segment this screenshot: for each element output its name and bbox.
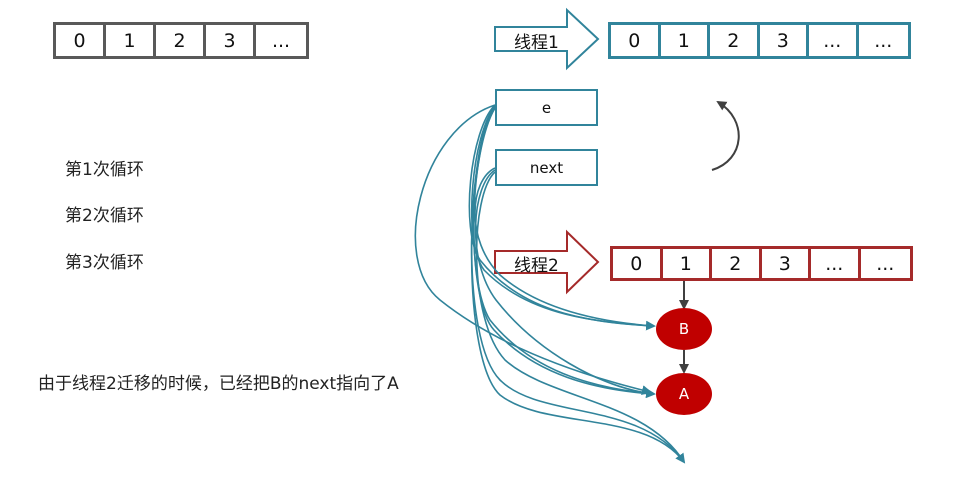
array-cell: 0: [56, 25, 106, 56]
thread2-table-array: 0 1 2 3 ... ...: [610, 246, 913, 281]
thread1-arrow-shape: [494, 7, 600, 71]
thread2-label: 线程2: [514, 256, 559, 276]
pointer-next-box: next: [495, 149, 598, 186]
loop-label-1: 第1次循环: [65, 160, 144, 180]
array-cell: ...: [860, 249, 910, 278]
next-to-b-curve: [474, 167, 655, 327]
original-table-array: 0 1 2 3 ...: [53, 22, 309, 59]
array-cell: 3: [761, 249, 811, 278]
array-cell: 3: [759, 25, 809, 56]
thread1-table-array: 0 1 2 3 ... ...: [608, 22, 911, 59]
thread1-label: 线程1: [514, 33, 559, 53]
array-cell: 0: [613, 249, 663, 278]
node-a: A: [656, 373, 712, 415]
thread2-arrow-shape: [494, 229, 600, 295]
pointer-e-box: e: [495, 89, 598, 126]
array-cell: 1: [662, 249, 712, 278]
e-to-b-curve-2: [471, 105, 655, 327]
array-cell: ...: [256, 25, 306, 56]
array-cell: 0: [611, 25, 661, 56]
next-to-bottom-curve: [475, 171, 685, 463]
array-cell: 3: [206, 25, 256, 56]
cycle-arrow-icon: [711, 100, 740, 171]
array-cell: ...: [858, 25, 908, 56]
array-cell: 1: [106, 25, 156, 56]
next-to-a-curve: [474, 169, 655, 395]
array-cell: 2: [710, 25, 760, 56]
array-cell: 2: [712, 249, 762, 278]
explanation-note: 由于线程2迁移的时候，已经把B的next指向了A: [38, 374, 399, 394]
loop-label-2: 第2次循环: [65, 206, 144, 226]
array-cell: 1: [660, 25, 710, 56]
e-to-b-curve-1: [468, 104, 656, 331]
e-to-a-curve-wide: [414, 104, 652, 395]
array-cell: 2: [156, 25, 206, 56]
array-cell: ...: [811, 249, 861, 278]
node-b: B: [656, 308, 712, 350]
array-cell: ...: [809, 25, 859, 56]
loop-label-3: 第3次循环: [65, 253, 144, 273]
e-to-bottom-curve-2: [470, 107, 685, 463]
